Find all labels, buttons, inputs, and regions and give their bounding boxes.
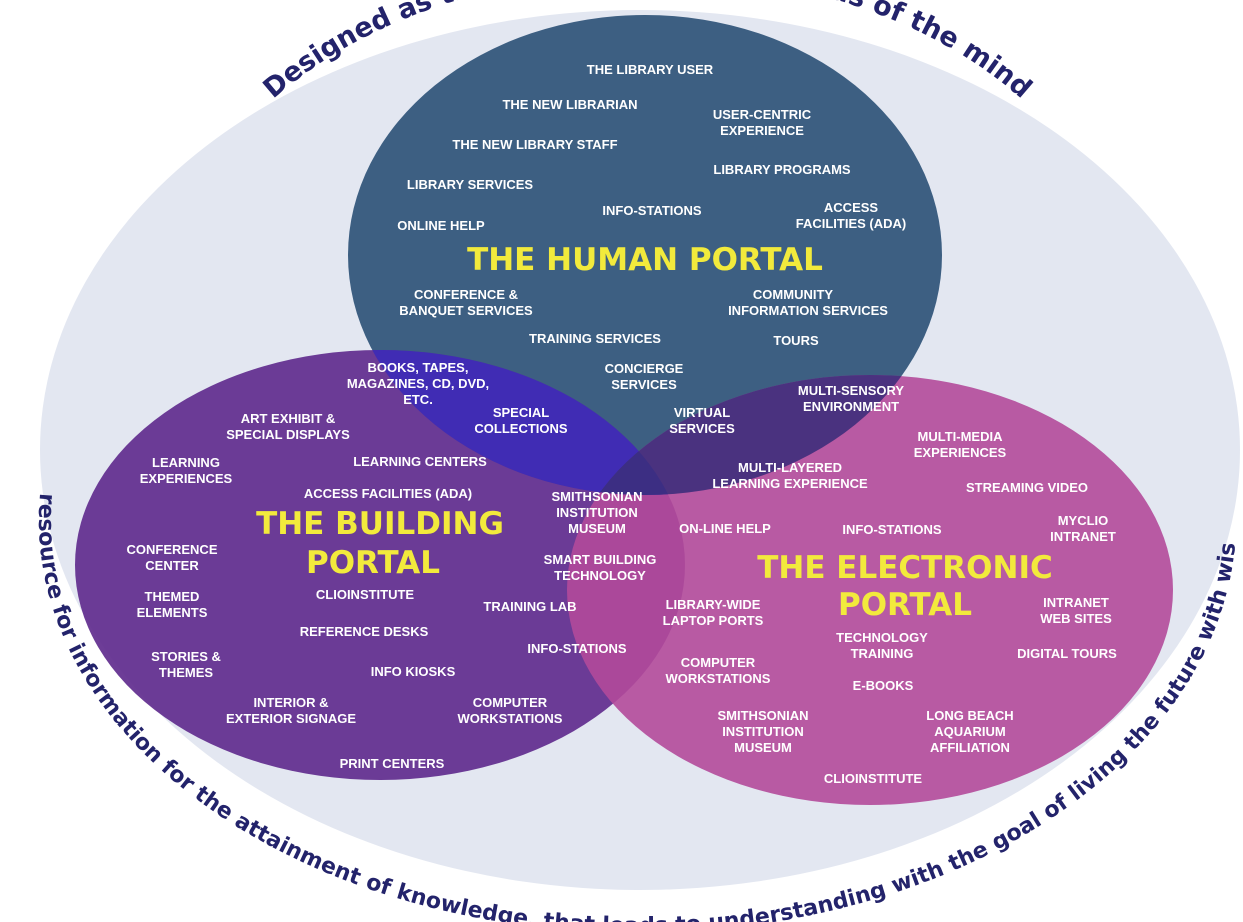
center-item: SMITHSONIAN [552, 489, 643, 504]
building-item: SPECIAL [493, 405, 549, 420]
building-item: INTERIOR & [253, 695, 328, 710]
building-item: MAGAZINES, CD, DVD, [347, 376, 489, 391]
electronic-item: VIRTUAL [674, 405, 730, 420]
electronic-item: MULTI-SENSORY [798, 383, 904, 398]
electronic-item: WORKSTATIONS [666, 671, 771, 686]
electronic-item: LAPTOP PORTS [663, 613, 764, 628]
human-item: CONFERENCE & [414, 287, 518, 302]
electronic-item: CLIOINSTITUTE [824, 771, 923, 786]
building-item: STORIES & [151, 649, 221, 664]
building-item: PRINT CENTERS [340, 756, 445, 771]
building-item: COLLECTIONS [474, 421, 567, 436]
building-item: ART EXHIBIT & [241, 411, 336, 426]
human-item: USER-CENTRIC [713, 107, 812, 122]
human-portal-items: THE LIBRARY USER THE NEW LIBRARIAN USER-… [397, 62, 906, 392]
electronic-item: AQUARIUM [934, 724, 1006, 739]
human-item: FACILITIES (ADA) [796, 216, 907, 231]
building-item: ELEMENTS [137, 605, 208, 620]
human-item: ONLINE HELP [397, 218, 485, 233]
electronic-item: WEB SITES [1040, 611, 1112, 626]
building-item: WORKSTATIONS [458, 711, 563, 726]
human-item: ACCESS [824, 200, 879, 215]
human-item: EXPERIENCE [720, 123, 804, 138]
human-item: TRAINING SERVICES [529, 331, 661, 346]
building-portal-title-line2: PORTAL [306, 545, 440, 581]
electronic-item: ON-LINE HELP [679, 521, 771, 536]
electronic-item: MULTI-MEDIA [918, 429, 1004, 444]
center-item: INSTITUTION [556, 505, 638, 520]
center-items: SMITHSONIAN INSTITUTION MUSEUM SMART BUI… [544, 489, 657, 583]
building-item: CONFERENCE [126, 542, 217, 557]
electronic-item: MYCLIO [1058, 513, 1109, 528]
center-item: SMART BUILDING [544, 552, 657, 567]
electronic-item: LEARNING EXPERIENCE [712, 476, 868, 491]
electronic-item: TECHNOLOGY [836, 630, 928, 645]
electronic-item: EXPERIENCES [914, 445, 1007, 460]
building-item: EXPERIENCES [140, 471, 233, 486]
building-item: EXTERIOR SIGNAGE [226, 711, 356, 726]
electronic-item: MUSEUM [734, 740, 792, 755]
electronic-item: LIBRARY-WIDE [666, 597, 761, 612]
human-item: LIBRARY SERVICES [407, 177, 534, 192]
center-item: TECHNOLOGY [554, 568, 646, 583]
electronic-item: MULTI-LAYERED [738, 460, 842, 475]
building-item: SPECIAL DISPLAYS [226, 427, 350, 442]
building-item: REFERENCE DESKS [300, 624, 429, 639]
building-portal-items: BOOKS, TAPES, MAGAZINES, CD, DVD, ETC. A… [126, 360, 626, 771]
building-item: THEMES [159, 665, 214, 680]
electronic-item: INTRANET [1050, 529, 1116, 544]
electronic-item: TRAINING [851, 646, 914, 661]
human-item: INFO-STATIONS [602, 203, 702, 218]
building-item: BOOKS, TAPES, [368, 360, 469, 375]
electronic-item: E-BOOKS [853, 678, 914, 693]
human-item: BANQUET SERVICES [399, 303, 533, 318]
human-item: THE NEW LIBRARY STAFF [452, 137, 617, 152]
human-item: THE NEW LIBRARIAN [502, 97, 637, 112]
electronic-item: STREAMING VIDEO [966, 480, 1088, 495]
building-item: COMPUTER [473, 695, 548, 710]
building-portal-title-line1: THE BUILDING [256, 506, 504, 542]
electronic-portal-title-line2: PORTAL [838, 587, 972, 623]
human-item: LIBRARY PROGRAMS [713, 162, 851, 177]
electronic-item: INFO-STATIONS [842, 522, 942, 537]
electronic-item: INTRANET [1043, 595, 1109, 610]
human-item: TOURS [773, 333, 819, 348]
building-item: LEARNING CENTERS [353, 454, 487, 469]
electronic-item: LONG BEACH [926, 708, 1013, 723]
electronic-item: INSTITUTION [722, 724, 804, 739]
building-item: CLIOINSTITUTE [316, 587, 415, 602]
building-item: LEARNING [152, 455, 220, 470]
building-item: INFO-STATIONS [527, 641, 627, 656]
electronic-item: SMITHSONIAN [718, 708, 809, 723]
building-item: CENTER [145, 558, 199, 573]
building-item: INFO KIOSKS [371, 664, 456, 679]
building-item: THEMED [145, 589, 200, 604]
human-portal-title: THE HUMAN PORTAL [467, 242, 823, 278]
human-item: SERVICES [611, 377, 677, 392]
human-item: CONCIERGE [605, 361, 684, 376]
building-item: TRAINING LAB [483, 599, 576, 614]
electronic-item: COMPUTER [681, 655, 756, 670]
electronic-item: ENVIRONMENT [803, 399, 899, 414]
electronic-item: AFFILIATION [930, 740, 1010, 755]
human-electronic-overlap [567, 375, 942, 495]
electronic-portal-items: VIRTUAL SERVICES MULTI-SENSORY ENVIRONME… [663, 383, 1117, 786]
building-item: ETC. [403, 392, 433, 407]
human-item: THE LIBRARY USER [587, 62, 714, 77]
electronic-item: DIGITAL TOURS [1017, 646, 1117, 661]
center-item: MUSEUM [568, 521, 626, 536]
electronic-portal-title-line1: THE ELECTRONIC [757, 550, 1053, 586]
human-building-overlap [348, 350, 685, 495]
building-item: ACCESS FACILITIES (ADA) [304, 486, 472, 501]
human-item: INFORMATION SERVICES [728, 303, 888, 318]
human-item: COMMUNITY [753, 287, 833, 302]
electronic-item: SERVICES [669, 421, 735, 436]
